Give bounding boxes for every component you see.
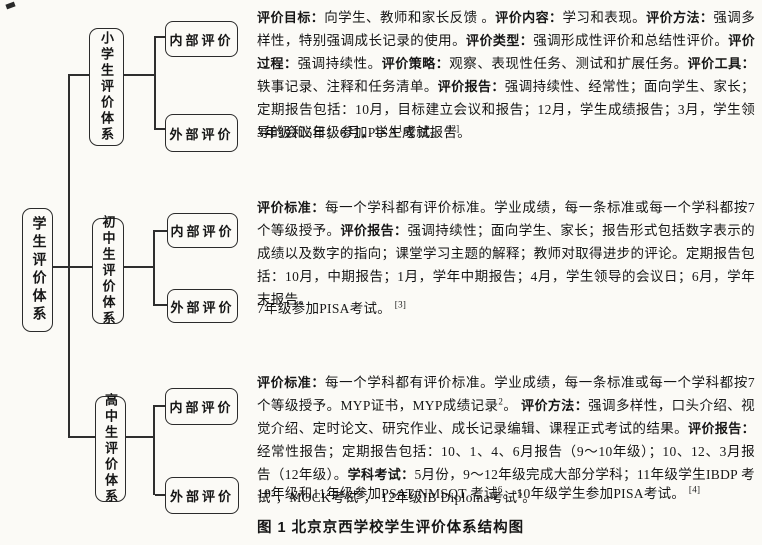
text-segment: 评价方法： bbox=[521, 398, 589, 413]
text-segment: 考试。 bbox=[402, 125, 449, 140]
text-segment: 轶事记录、注释和任务清单。 bbox=[257, 79, 438, 94]
text-segment: 观察、表现性任务、测试和扩展任务。 bbox=[449, 56, 688, 71]
superscript-marker: [2] bbox=[448, 123, 460, 134]
text-segment: 评价内容： bbox=[495, 10, 563, 25]
text-segment: 。 bbox=[522, 490, 537, 505]
leaf-node-middle-external: 外部评价 bbox=[167, 289, 238, 323]
text-segment: 评价报告： bbox=[340, 223, 408, 238]
leaf-node-middle-internal: 内部评价 bbox=[167, 213, 238, 248]
leaf-node-label: 内部评价 bbox=[169, 400, 234, 415]
root-node-label: 学生评价体系 bbox=[30, 216, 46, 324]
branch-connector-line bbox=[124, 266, 153, 268]
root-connector-line bbox=[53, 266, 69, 268]
branch-node-high: 高中生评价体系 bbox=[95, 393, 126, 505]
leaf-node-label: 外部评价 bbox=[170, 299, 235, 315]
branch-node-primary: 小学生评价体系 bbox=[89, 28, 124, 146]
middle-pisa-note: 7年级参加PISA考试。 [3] bbox=[257, 298, 755, 319]
figure-caption: 图 1 北京京西学校学生评价体系结构图 bbox=[257, 520, 525, 536]
text-segment: 强调持续性、经常性；面向学生、家长；定期报告包括：10月，目标建立会议和报告；1… bbox=[257, 79, 755, 140]
branch-connector-line bbox=[124, 74, 155, 76]
middle-evaluation-description: 评价标准：每一个学科都有评价标准。学业成绩，每一条标准或每一个学科都按7个等级授… bbox=[257, 196, 755, 311]
bracket-line bbox=[153, 230, 155, 306]
leaf-node-label: 外部评价 bbox=[169, 126, 234, 142]
text-segment: 7年级参加PISA考试。 bbox=[257, 301, 395, 316]
text-segment: 强调多样性，口头介绍、视觉介绍、定时论文、研究作业、成长记录编辑、课程正式考试的… bbox=[257, 398, 755, 436]
text-segment: 评价标准： bbox=[257, 200, 325, 215]
superscript-marker: [4] bbox=[688, 484, 701, 495]
text-segment: 强调多样性，特别强调成长记录的使用。 bbox=[257, 10, 756, 48]
branch-node-label: 初中生评价体系 bbox=[100, 215, 116, 327]
primary-pisa-note: 3年级和5年级参加PISA1考试。 [2] bbox=[257, 122, 755, 143]
text-segment: 评价报告： bbox=[688, 421, 755, 436]
text-segment: 向学生、教师和家长反馈 。 bbox=[324, 10, 496, 25]
branch-node-label: 高中生评价体系 bbox=[103, 393, 118, 505]
text-segment: 学科考试： bbox=[347, 467, 415, 482]
branch-node-label: 小学生评价体系 bbox=[99, 31, 114, 143]
branch-line bbox=[70, 74, 89, 76]
trunk-line bbox=[68, 74, 70, 438]
text-segment: 。10年级学生参加PISA考试。 bbox=[502, 486, 689, 501]
leaf-node-primary-internal: 内部评价 bbox=[165, 21, 238, 57]
leaf-node-label: 外部评价 bbox=[169, 489, 234, 504]
branch-line bbox=[70, 436, 95, 438]
primary-evaluation-description: 评价目标：向学生、教师和家长反馈 。评价内容：学习和表现。评价方法：强调多样性，… bbox=[257, 6, 755, 144]
bracket-arm-line bbox=[155, 230, 167, 232]
leaf-node-high-internal: 内部评价 bbox=[165, 388, 238, 425]
text-segment: ， 12年级IB Diploma考试 bbox=[363, 490, 518, 505]
text-segment: 评价报告： bbox=[437, 79, 505, 94]
high-evaluation-description: 评价标准：每一个学科都有评价标准。学业成绩，每一条标准或每一个学科都按7个等级授… bbox=[257, 371, 755, 509]
superscript-marker: 3 bbox=[270, 488, 276, 499]
text-segment: 评价策略： bbox=[381, 56, 450, 71]
text-segment: 评价类型： bbox=[466, 33, 534, 48]
bracket-arm-line bbox=[156, 36, 165, 38]
evaluation-tree-diagram: 学生评价体系 小学生评价体系 内部评价 外部评价 初中生评价体系 内部评价 bbox=[0, 0, 256, 545]
bracket-arm-line bbox=[155, 304, 167, 306]
leaf-node-high-external: 外部评价 bbox=[165, 477, 239, 514]
text-segment: 每一个学科都有评价标准。学业成绩，每一条标准或每一个学科都按7个等级授予。MYP… bbox=[257, 375, 755, 413]
high-psat-pisa-note: 10年级和11年级参加PSAT/NMSQT 考试6。10年级学生参加PISA考试… bbox=[257, 483, 755, 504]
text-segment: 评价过程： bbox=[257, 33, 755, 71]
superscript-marker: [3] bbox=[394, 299, 407, 310]
bracket-arm-line bbox=[155, 405, 165, 407]
bracket-line bbox=[153, 405, 155, 495]
text-segment: 评价方法： bbox=[646, 10, 714, 25]
description-column: 评价目标：向学生、教师和家长反馈 。评价内容：学习和表现。评价方法：强调多样性，… bbox=[256, 0, 756, 545]
bracket-arm-line bbox=[155, 494, 165, 496]
root-node: 学生评价体系 bbox=[22, 208, 53, 332]
text-segment: 强调持续性；面向学生、家长；报告形式包括数字表示的成绩以及数字的指向；课堂学习主… bbox=[257, 223, 755, 307]
text-segment: 评价标准： bbox=[257, 375, 325, 390]
leaf-node-label: 内部评价 bbox=[169, 32, 234, 48]
text-segment: 经常性报告；定期报告包括：10、1、4、6月报告（9～10年级）；10、12、3… bbox=[257, 444, 755, 482]
superscript-marker: 5 bbox=[517, 488, 523, 499]
superscript-marker: 2 bbox=[498, 396, 504, 407]
text-segment: 强调持续性。 bbox=[297, 56, 382, 71]
text-segment: ，MOCK考试 bbox=[275, 490, 359, 505]
text-segment: 3年级和5年级参加PISA bbox=[257, 125, 399, 140]
branch-node-middle: 初中生评价体系 bbox=[92, 215, 124, 327]
text-segment: 。 bbox=[503, 398, 522, 413]
text-segment: 评价工具： bbox=[687, 56, 755, 71]
superscript-marker: 1 bbox=[398, 123, 403, 134]
text-segment: 10年级和11年级参加PSAT/NMSQT 考试 bbox=[257, 486, 498, 501]
text-segment: 每一个学科都有评价标准。学业成绩，每一条标准或每一个学科都按7个等级授予。 bbox=[257, 200, 755, 238]
text-segment: 学习和表现。 bbox=[562, 10, 647, 25]
bracket-line bbox=[154, 36, 156, 130]
text-segment: 评价目标： bbox=[257, 10, 325, 25]
text-segment: 5月份，9～12年级完成大部分学科；11年级学生IBDP 考试 bbox=[257, 467, 755, 505]
branch-connector-line bbox=[126, 436, 153, 438]
superscript-marker: 4 bbox=[358, 488, 364, 499]
leaf-node-primary-external: 外部评价 bbox=[165, 114, 238, 152]
branch-line bbox=[70, 266, 92, 268]
bracket-arm-line bbox=[156, 128, 165, 130]
text-segment: 强调形成性评价和总结性评价。 bbox=[533, 33, 729, 48]
superscript-marker: 6 bbox=[497, 484, 503, 495]
leaf-node-label: 内部评价 bbox=[170, 224, 235, 239]
